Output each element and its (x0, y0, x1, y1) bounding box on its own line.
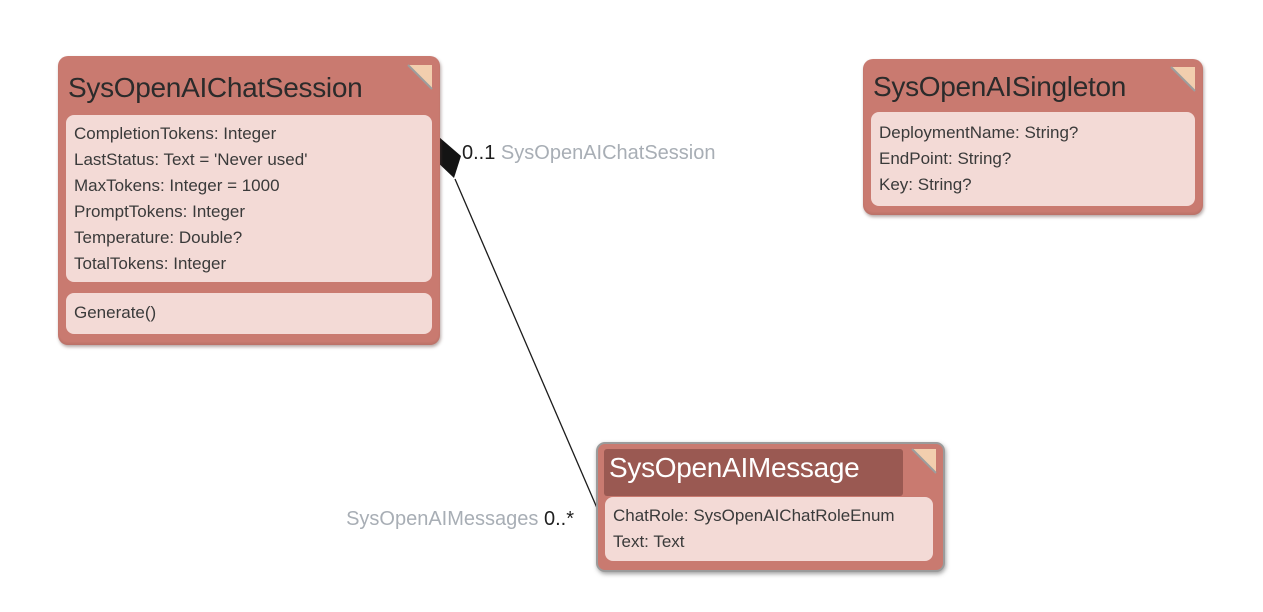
member-row[interactable]: EndPoint: String? (879, 149, 1012, 168)
association-line[interactable] (454, 178, 598, 509)
corner-fold-icon (407, 64, 433, 90)
member-row[interactable]: Generate() (74, 303, 157, 322)
attributes-panel[interactable]: DeploymentName: String? EndPoint: String?… (871, 112, 1195, 206)
association-child-label[interactable]: SysOpenAIMessages 0..* (300, 508, 574, 530)
multiplicity-label: 0..* (543, 508, 574, 530)
member-row[interactable]: DeploymentName: String? (879, 123, 1079, 142)
role-name-label: SysOpenAIMessages (346, 508, 539, 530)
member-row[interactable]: Temperature: Double? (74, 228, 243, 247)
entity-sysopenaisingleton[interactable]: SysOpenAISingleton DeploymentName: Strin… (863, 59, 1203, 215)
operations-panel[interactable]: Generate() (66, 293, 432, 334)
corner-fold-icon (1170, 66, 1196, 92)
member-row[interactable]: Text: Text (613, 532, 685, 551)
entity-title: SysOpenAISingleton (873, 71, 1126, 102)
composition-diamond-icon[interactable] (433, 137, 461, 178)
member-row[interactable]: ChatRole: SysOpenAIChatRoleEnum (613, 506, 895, 525)
member-row[interactable]: LastStatus: Text = 'Never used' (74, 150, 308, 169)
entity-title: SysOpenAIMessage (609, 452, 860, 483)
entity-title: SysOpenAIChatSession (68, 72, 363, 103)
entity-sysopenaimessage[interactable]: SysOpenAIMessage ChatRole: SysOpenAIChat… (596, 442, 945, 572)
selected-title-bar (604, 449, 903, 496)
association-parent-label[interactable]: 0..1 SysOpenAIChatSession (462, 142, 715, 164)
role-name-label: SysOpenAIChatSession (500, 142, 716, 164)
member-row[interactable]: Key: String? (879, 175, 972, 194)
member-row[interactable]: PromptTokens: Integer (74, 202, 246, 221)
multiplicity-label: 0..1 (462, 142, 496, 164)
entity-sysopenaichatsession[interactable]: SysOpenAIChatSession CompletionTokens: I… (58, 56, 440, 345)
member-row[interactable]: TotalTokens: Integer (74, 254, 227, 273)
corner-fold-icon (911, 448, 937, 474)
member-row[interactable]: CompletionTokens: Integer (74, 124, 277, 143)
member-row[interactable]: MaxTokens: Integer = 1000 (74, 176, 280, 195)
